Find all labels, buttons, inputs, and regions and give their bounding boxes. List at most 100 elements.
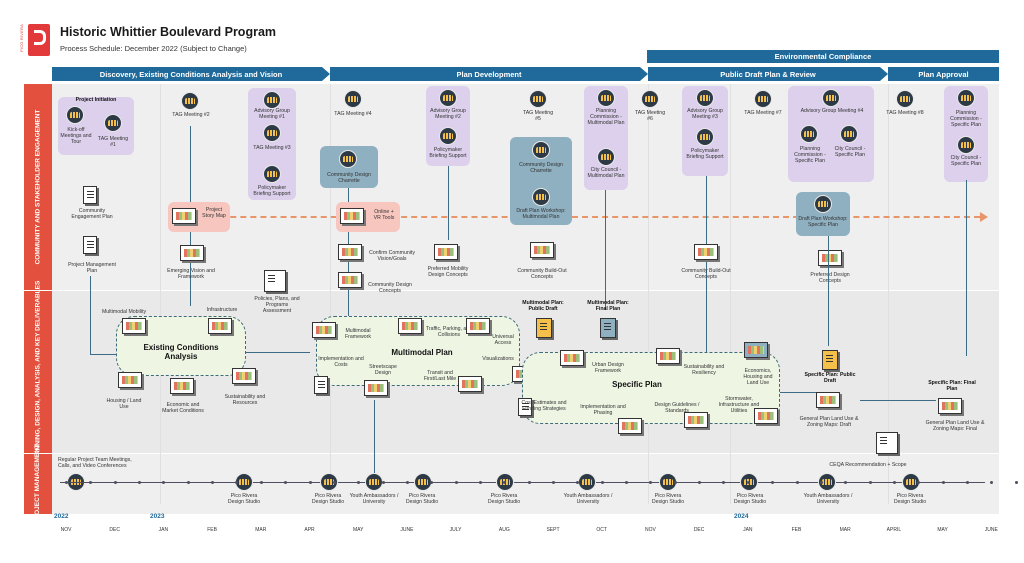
month-label: JAN [743,527,753,533]
kickoff-label: Kick-off Meetings and Tour [60,127,92,145]
studio2-label: Pico Rivera Design Studio [311,493,345,505]
universal-access-icon [466,318,490,334]
timeline-dot [211,481,215,484]
month-label: JUNE [984,527,998,533]
multimodal-framework-label: Multimodal Framework [345,328,371,340]
meeting-icon [896,90,914,108]
charrette-icon [532,141,550,159]
month-label: FEB [207,527,217,533]
month-label: JUNE [400,527,414,533]
month-label: DEC [693,527,705,533]
regular-meetings-label: Regular Project Team Meetings, Calls, an… [58,457,132,469]
policymaker3-label: Policymaker Briefing Support [686,148,724,160]
universal-label: Universal Access [492,334,514,346]
sustainability-icon [232,368,256,384]
month-label: MAY [937,527,948,533]
ceqa-label: CEQA Recommendation + Scope [829,462,907,468]
timeline-dot [235,481,239,484]
implementation-phasing-label: Implementation and Phasing [580,404,626,416]
mm-public-draft-label: Multimodal Plan: Public Draft [522,300,564,312]
meeting-icon [597,89,615,107]
streetscape-icon [364,380,388,396]
timeline-dot [649,481,653,484]
story-map-label: Project Story Map [202,207,226,219]
studio5-label: Pico Rivera Design Studio [651,493,685,505]
sp-final-label: Specific Plan: Final Plan [928,380,976,392]
logo-side-text: PICO RIVERA [19,24,24,52]
phase-public-draft: Public Draft Plan & Review [648,67,888,81]
timeline-dot [113,481,117,484]
confirm-vision-label: Confirm Community Vision/Goals [369,250,415,262]
charrette-label: Community Design Charrette [327,172,371,184]
design-studio-icon [659,473,677,491]
timeline-dot [771,481,775,484]
timeline-dot [698,481,702,484]
project-mgmt-plan-label: Project Management Plan [68,262,116,274]
resiliency-icon [656,348,680,364]
meeting-icon [822,89,840,107]
timeline-dot [625,481,629,484]
month-label: JAN [158,527,169,533]
workshop-icon [532,188,550,206]
timeline-dot [990,481,994,484]
timeline-dot [381,481,385,484]
timeline-dot [892,481,896,484]
meeting-icon [66,106,84,124]
visualizations-label: Visualizations [482,356,514,362]
costs-icon [314,376,328,394]
youth-ambassadors-icon [365,473,383,491]
planning-comm3-label: Planning Commission - Specific Plan [950,110,982,128]
meeting-icon [263,91,281,109]
month-label: NOV [644,527,656,533]
timeline-dot [259,481,263,484]
studio4-label: Pico Rivera Design Studio [487,493,521,505]
tag4-label: TAG Meeting #4 [334,111,372,117]
meeting-icon [696,128,714,146]
vision-goals-icon [338,244,362,260]
timeline-dot [162,481,166,484]
phase-discovery: Discovery, Existing Conditions Analysis … [52,67,330,81]
meeting-icon [104,114,122,132]
project-timeline [60,482,985,483]
buildout-icon [530,242,554,258]
meeting-icon [957,136,975,154]
existing-conditions-label: Existing Conditions Analysis [143,343,219,361]
design-concepts-icon [338,272,362,288]
emerging-vision-label: Emerging Vision and Framework [167,268,215,280]
document-icon [83,236,97,254]
meeting-icon [800,125,818,143]
meeting-icon [439,127,457,145]
timeline-dot [795,481,799,484]
meeting-icon [840,125,858,143]
housing-icon [118,372,142,388]
mm-final-label: Multimodal Plan: Final Plan [587,300,629,312]
city-council1-label: City Council - Multimodal Plan [587,167,625,179]
timeline-dot [138,481,142,484]
sp-draft-doc-icon [822,350,838,370]
meeting-icon [597,148,615,166]
city-council3-label: City Council - Specific Plan [950,155,982,167]
preferred-mobility-label: Preferred Mobility Design Concepts [427,266,469,278]
advisory4-label: Advisory Group Meeting #4 [800,108,864,114]
community-plan-label: Community Engagement Plan [71,208,113,220]
timeline-dot [673,481,677,484]
economic-icon [170,378,194,394]
youth-ambassadors-icon [578,473,596,491]
timeline-dot [65,481,68,484]
studio1-label: Pico Rivera Design Studio [227,493,261,505]
framework-icon [312,322,336,338]
advisory1-label: Advisory Group Meeting #1 [254,108,290,120]
tag8-label: TAG Meeting #8 [886,110,924,116]
month-label: MAY [352,527,364,533]
timeline-dot [941,481,945,484]
timeline-dot [186,481,190,484]
meeting-icon [181,92,199,110]
phasing-icon [618,418,642,434]
transit-label: Transit and First/Last Mile [423,370,457,382]
urban-design-label: Urban Design Framework [592,362,624,374]
mobility-concepts-icon [434,244,458,260]
timeline-dot [917,481,921,484]
policies-doc-icon [264,270,286,292]
policymaker2-label: Policymaker Briefing Support [429,147,467,159]
